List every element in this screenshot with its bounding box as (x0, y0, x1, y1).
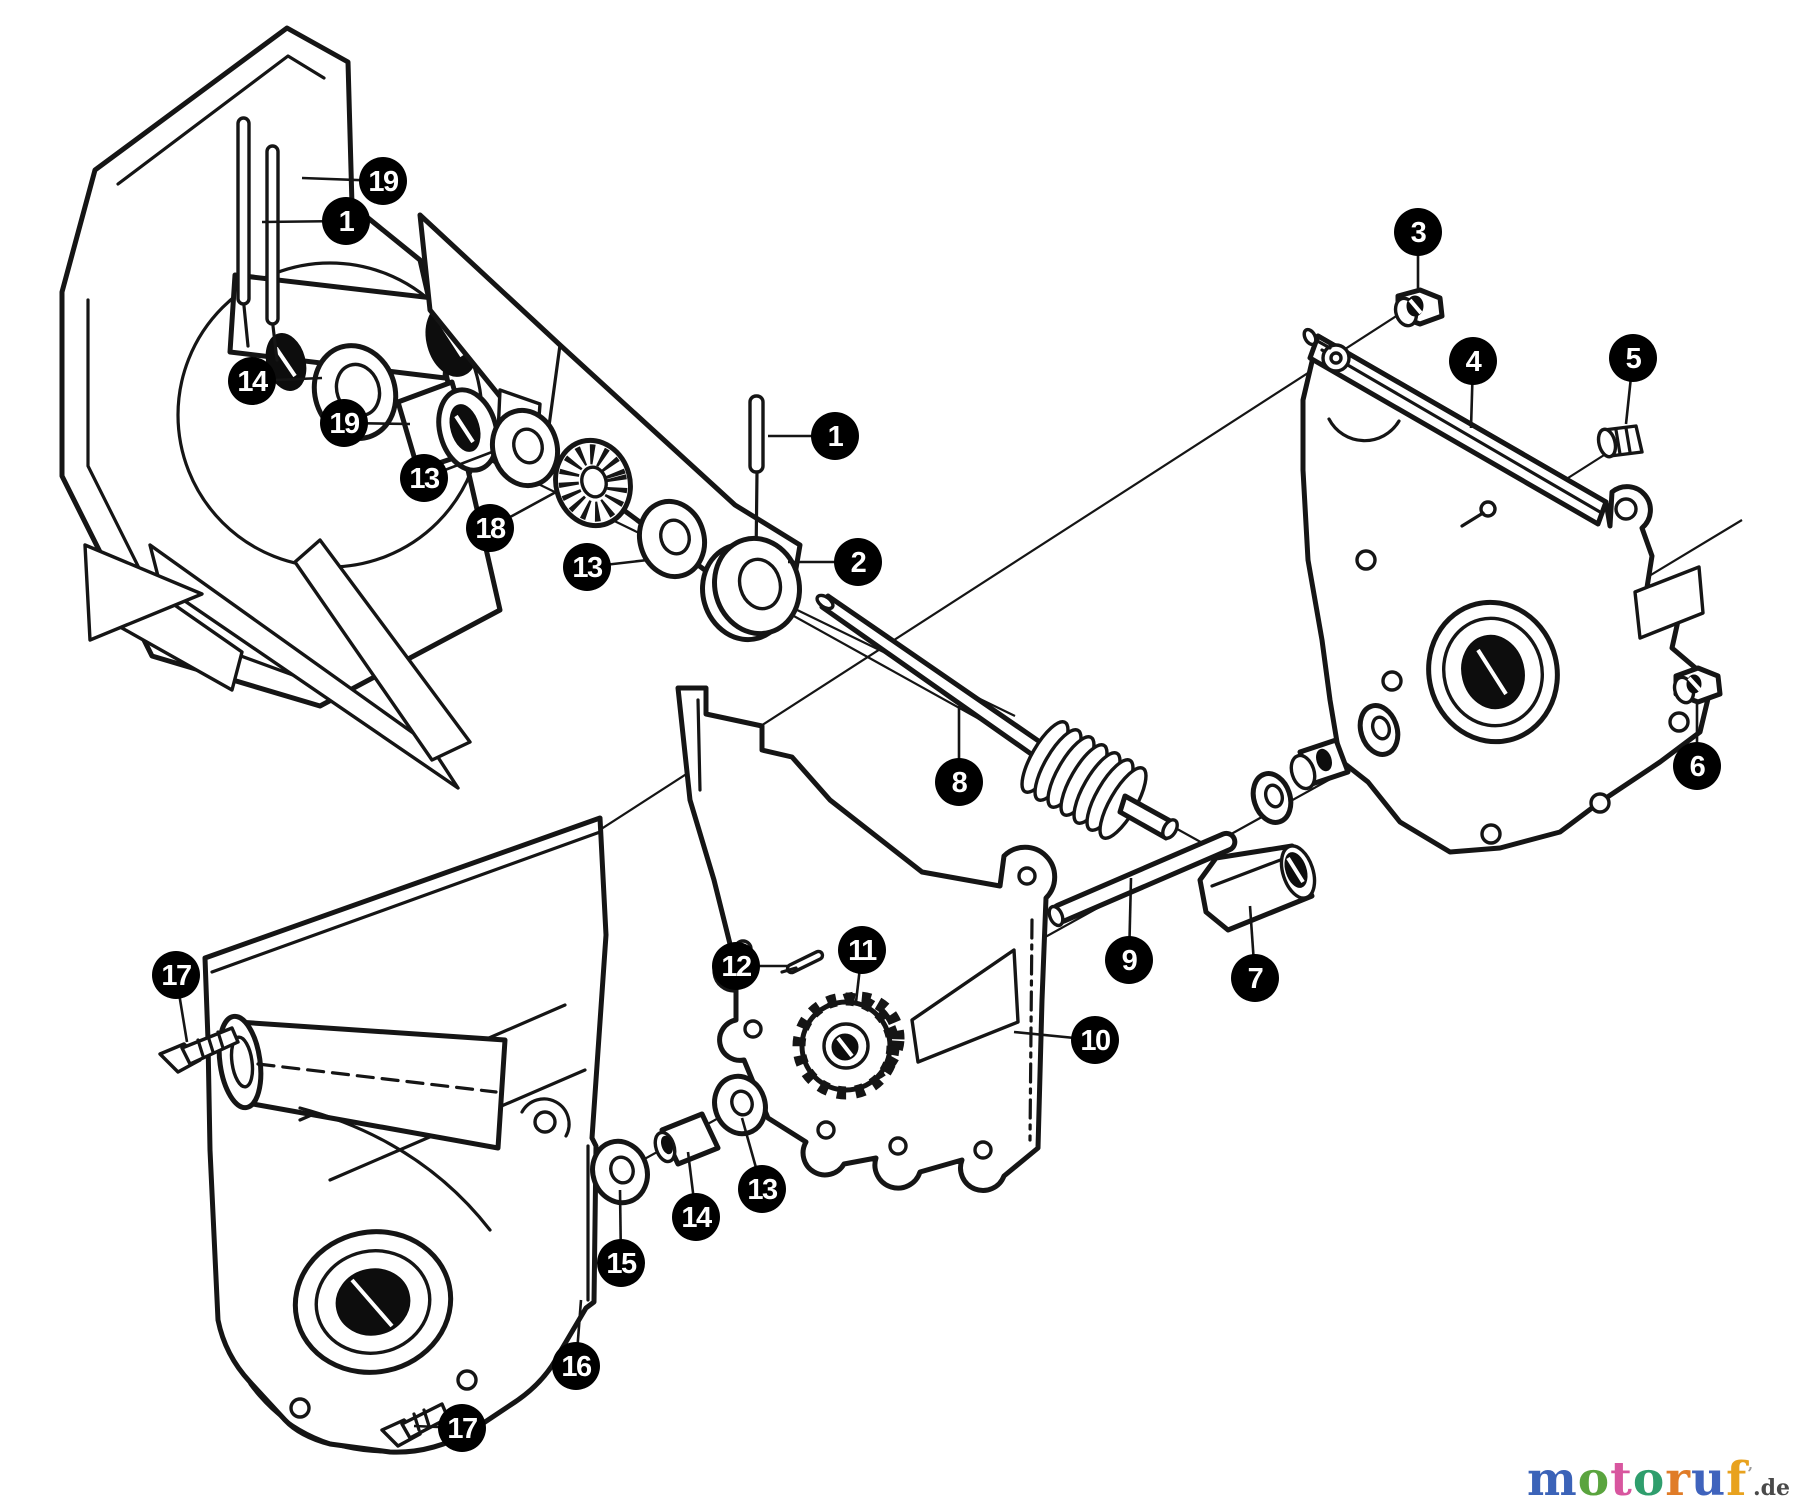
callout-10: 10 (1013, 1016, 1119, 1064)
logo-suffix: .de (1752, 1475, 1790, 1501)
svg-text:17: 17 (161, 960, 191, 992)
svg-text:5: 5 (1626, 343, 1642, 375)
spacer-washer (1250, 771, 1294, 825)
fan-blade (83, 543, 204, 642)
callout-4: 4 (1449, 337, 1497, 429)
svg-text:13: 13 (409, 463, 440, 495)
svg-text:1: 1 (339, 206, 355, 238)
logo-letter: o (1632, 1452, 1666, 1507)
logo-letter: r (1665, 1452, 1691, 1507)
shear-pin-pair (236, 116, 280, 362)
cover-window (1633, 565, 1705, 640)
thrust-washer (700, 535, 802, 643)
svg-text:16: 16 (561, 1351, 592, 1383)
flat-washer (637, 498, 707, 580)
svg-text:11: 11 (848, 935, 877, 967)
callout-13: 13 (563, 543, 649, 591)
callout-8: 8 (935, 706, 983, 806)
housing-output-hub (292, 1229, 454, 1375)
callout-18: 18 (466, 490, 557, 552)
site-logo[interactable]: motoruf’.de (1527, 1456, 1790, 1503)
washer-15 (590, 1138, 650, 1206)
callout-1: 1 (768, 412, 859, 460)
spacer-washer (1357, 703, 1401, 757)
callout-7: 7 (1231, 905, 1279, 1002)
callout-14: 14 (672, 1151, 720, 1241)
callout-15: 15 (597, 1189, 645, 1287)
callout-19: 19 (320, 399, 411, 447)
impeller-housing-plate (59, 25, 803, 790)
svg-text:14: 14 (237, 366, 268, 398)
logo-letter: f (1726, 1452, 1748, 1507)
logo-letter: u (1690, 1452, 1727, 1507)
logo-letter: o (1577, 1452, 1611, 1507)
svg-text:15: 15 (606, 1248, 637, 1280)
svg-text:8: 8 (952, 767, 968, 799)
svg-text:7: 7 (1248, 963, 1263, 995)
callout-16: 16 (552, 1299, 600, 1390)
callout-14: 14 (228, 357, 323, 405)
callout-6: 6 (1673, 702, 1721, 790)
callout-11: 11 (838, 926, 886, 1003)
callout-13: 13 (738, 1117, 786, 1213)
callout-2: 2 (788, 538, 882, 586)
svg-text:13: 13 (572, 552, 603, 584)
cover-stud (1302, 327, 1351, 373)
svg-text:12: 12 (721, 951, 751, 983)
lock-washer (553, 437, 633, 529)
flat-washer (490, 407, 560, 489)
logo-tm-mark: ’ (1747, 1463, 1753, 1483)
hex-nut-6 (1672, 665, 1723, 705)
svg-text:10: 10 (1080, 1025, 1110, 1057)
svg-text:3: 3 (1411, 217, 1427, 249)
callout-3: 3 (1394, 208, 1442, 292)
callout-1: 1 (261, 197, 370, 245)
gasket-window (910, 948, 1020, 1064)
bushing-14 (653, 1111, 721, 1167)
shoulder-screw-5 (1596, 424, 1644, 459)
worm-shaft (815, 593, 1179, 841)
callout-9: 9 (1105, 877, 1153, 984)
gear-cover (1300, 327, 1715, 855)
roll-pin (780, 949, 825, 975)
svg-text:1: 1 (828, 421, 844, 453)
cover-eyelet (1614, 497, 1638, 521)
hex-bolt-17a (158, 1026, 240, 1074)
callout-5: 5 (1609, 334, 1657, 425)
callout-13: 13 (400, 450, 493, 502)
svg-text:13: 13 (747, 1174, 778, 1206)
callout-17: 17 (413, 1404, 486, 1452)
svg-text:19: 19 (368, 166, 399, 198)
flange-nut (1289, 737, 1351, 791)
flange-bushing (395, 379, 500, 473)
fan-blade (293, 538, 472, 762)
svg-text:19: 19 (329, 408, 360, 440)
callout-19: 19 (301, 157, 407, 205)
logo-word: motoruf (1527, 1452, 1747, 1507)
spur-gear (792, 991, 905, 1100)
svg-text:2: 2 (851, 547, 866, 579)
fan-blade (148, 543, 460, 790)
housing-eyelet (533, 1110, 557, 1134)
svg-text:18: 18 (475, 513, 506, 545)
gear-housing (202, 815, 609, 1455)
callout-12: 12 (712, 942, 788, 990)
logo-letter: m (1527, 1452, 1578, 1507)
svg-text:9: 9 (1122, 945, 1138, 977)
hex-nut-3 (1393, 287, 1445, 328)
svg-text:17: 17 (447, 1413, 477, 1445)
svg-text:14: 14 (681, 1202, 712, 1234)
pivot-bushing-7 (1197, 843, 1317, 933)
svg-text:4: 4 (1466, 346, 1482, 378)
svg-text:6: 6 (1690, 751, 1706, 783)
logo-letter: t (1610, 1452, 1633, 1507)
washer-13 (712, 1073, 768, 1137)
callout-17: 17 (152, 951, 200, 1043)
cover-bearing-hub (1426, 599, 1560, 745)
idler-shaft (1047, 830, 1238, 928)
